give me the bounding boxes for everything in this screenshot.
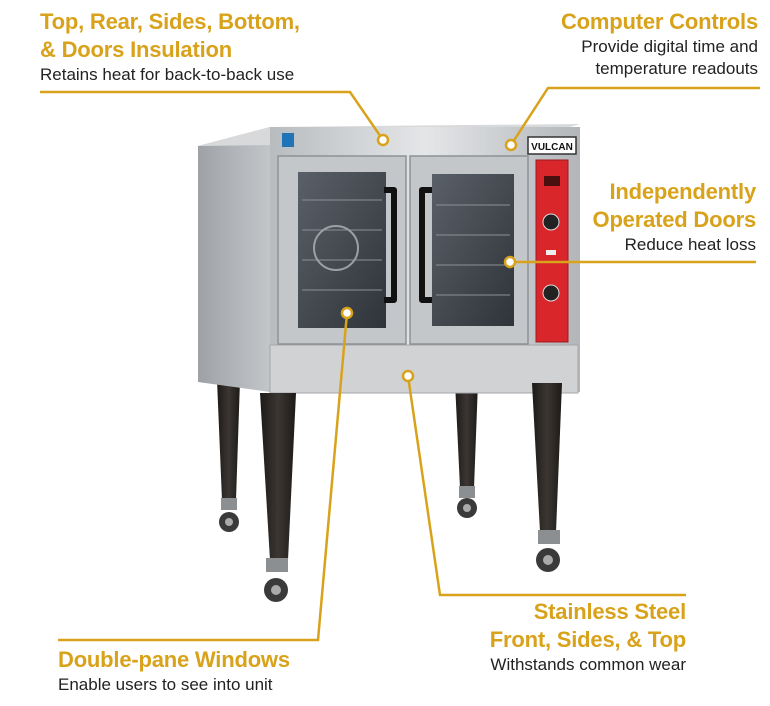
leader-steel	[406, 375, 686, 597]
callout-steel-title: Stainless Steel Front, Sides, & Top	[489, 599, 686, 652]
callout-controls-desc: Provide digital time and temperature rea…	[581, 37, 758, 78]
control-panel	[535, 159, 569, 343]
leader-windows	[58, 312, 349, 642]
leader-insulation	[40, 90, 385, 141]
callout-windows-title: Double-pane Windows	[58, 647, 290, 672]
callout-insulation-desc: Retains heat for back-to-back use	[40, 65, 295, 84]
temperature-knob-icon	[542, 284, 560, 302]
callout-steel-desc: Withstands common wear	[490, 655, 686, 674]
oven-base-skirt	[269, 344, 579, 394]
callout-doors-desc: Reduce heat loss	[624, 235, 756, 254]
leader-lines	[40, 86, 760, 642]
callout-controls: Computer Controls Provide digital time a…	[561, 8, 758, 80]
callout-doors: Independently Operated Doors Reduce heat…	[592, 178, 757, 256]
leader-dots	[340, 133, 518, 383]
door-handles	[384, 187, 432, 303]
front-legs	[260, 383, 562, 602]
brand-logo-text: VULCAN	[531, 142, 573, 153]
back-legs	[217, 380, 478, 532]
callout-insulation-title: Top, Rear, Sides, Bottom, & Doors Insula…	[40, 9, 300, 62]
callout-controls-title: Computer Controls	[560, 9, 758, 34]
oven-side-panel	[198, 127, 270, 392]
leader-controls	[509, 86, 760, 146]
callout-steel: Stainless Steel Front, Sides, & Top With…	[490, 598, 686, 676]
timer-knob-icon	[542, 213, 560, 231]
callout-windows: Double-pane Windows Enable users to see …	[58, 646, 290, 696]
callout-windows-desc: Enable users to see into unit	[58, 675, 273, 694]
callout-insulation: Top, Rear, Sides, Bottom, & Doors Insula…	[40, 8, 300, 86]
vulcan-logo	[527, 136, 577, 155]
right-door	[409, 155, 529, 345]
callout-doors-title: Independently Operated Doors	[592, 179, 757, 232]
energy-star-icon	[282, 133, 294, 147]
